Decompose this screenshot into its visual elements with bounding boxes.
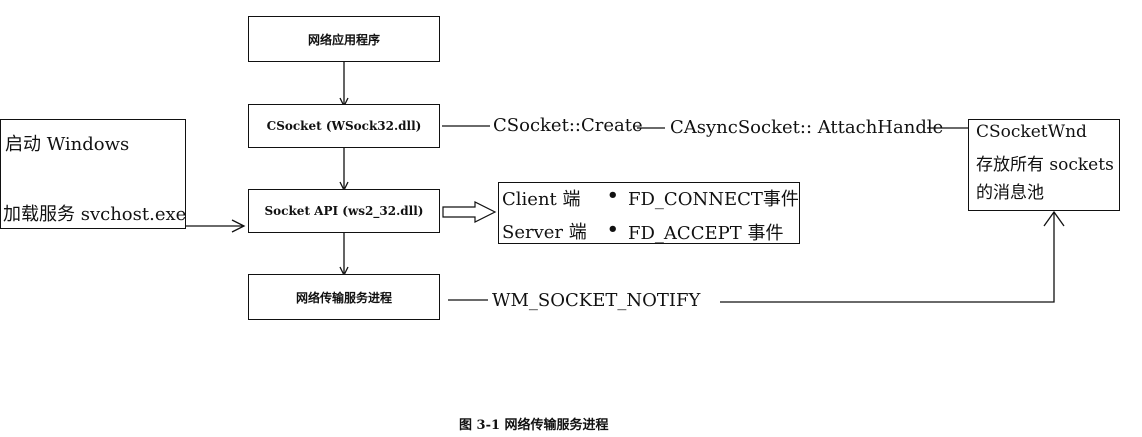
bullet-server: • [607, 219, 619, 240]
left-panel [0, 119, 186, 229]
node-transfer: 网络传输服务进程 [248, 274, 440, 320]
client-event: FD_CONNECT事件 [628, 189, 799, 210]
node-socket-api: Socket API (ws2_32.dll) [248, 189, 440, 233]
node-app-label: 网络应用程序 [307, 32, 380, 47]
left-panel-line2: 加载服务 svchost.exe [3, 204, 187, 225]
node-csocket: CSocket (WSock32.dll) [248, 104, 440, 148]
node-socket-api-label: Socket API (ws2_32.dll) [264, 204, 424, 218]
arrowhead-wnd [1043, 210, 1065, 227]
server-event: FD_ACCEPT 事件 [628, 223, 784, 244]
right-panel-line1: CSocketWnd [976, 122, 1087, 142]
left-panel-line1: 启动 Windows [5, 134, 130, 155]
node-transfer-label: 网络传输服务进程 [295, 290, 392, 305]
node-csocket-label: CSocket (WSock32.dll) [266, 119, 422, 133]
bullet-client: • [607, 185, 619, 206]
label-csocket-create: CSocket::Create [493, 115, 643, 136]
arrowhead-left-to-api [231, 219, 246, 233]
client-label: Client 端 [502, 189, 581, 210]
server-label: Server 端 [502, 222, 587, 243]
line-notify-to-wnd [720, 212, 1055, 303]
right-panel-line3: 的消息池 [976, 183, 1044, 203]
right-panel [968, 119, 1120, 211]
right-panel-line2: 存放所有 sockets [976, 155, 1114, 175]
events-box [498, 182, 800, 244]
label-wm-notify: WM_SOCKET_NOTIFY [492, 290, 701, 311]
hollow-arrow-to-events [442, 201, 497, 223]
label-async-attach: CAsyncSocket:: AttachHandle [670, 117, 944, 138]
node-app: 网络应用程序 [248, 16, 440, 62]
figure-caption: 图 3-1 网络传输服务进程 [459, 418, 609, 433]
